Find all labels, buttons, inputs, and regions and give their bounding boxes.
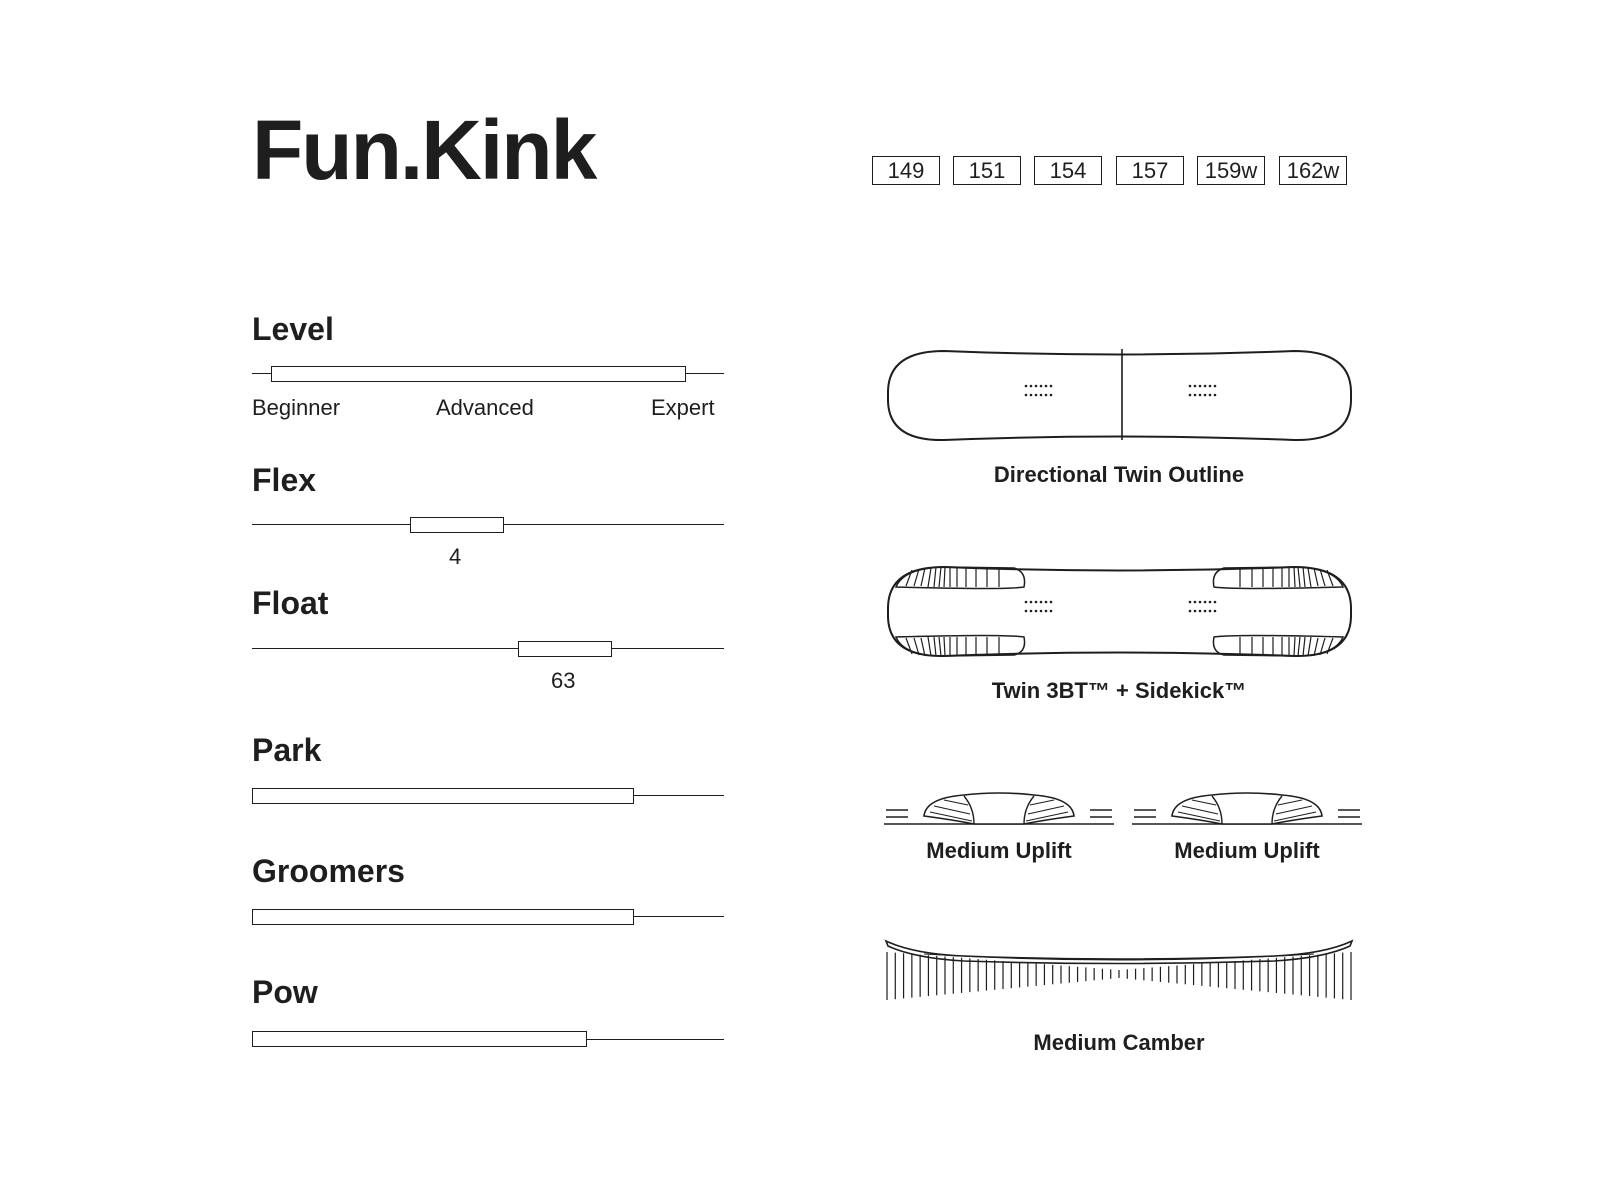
camber-profile-diagram: [884, 939, 1354, 1000]
uplift-tail-diagram: [1132, 792, 1362, 825]
camber-caption: Medium Camber: [1033, 1030, 1205, 1055]
park-level-bar: [252, 788, 635, 804]
flex-label: Flex: [252, 462, 317, 498]
base-caption: Twin 3BT™ + Sidekick™: [991, 678, 1247, 703]
level-tick-expert: Expert: [651, 395, 715, 420]
level-label: Level: [252, 311, 334, 347]
uplift-tail-caption: Medium Uplift: [1174, 838, 1320, 863]
size-option[interactable]: 157: [1116, 156, 1184, 185]
uplift-nose-caption: Medium Uplift: [926, 838, 1072, 863]
groomers-label: Groomers: [252, 853, 405, 889]
float-label: Float: [252, 585, 329, 621]
size-option[interactable]: 149: [872, 156, 940, 185]
size-option[interactable]: 159w: [1197, 156, 1265, 185]
size-option[interactable]: 154: [1034, 156, 1102, 185]
board-outline-diagram: [887, 349, 1352, 442]
level-tick-beginner: Beginner: [252, 395, 341, 420]
pow-level-bar: [252, 1031, 588, 1047]
flex-marker: [410, 517, 504, 533]
level-tick-advanced: Advanced: [436, 395, 534, 420]
outline-caption: Directional Twin Outline: [993, 462, 1245, 487]
size-option[interactable]: 151: [953, 156, 1021, 185]
size-option[interactable]: 162w: [1279, 156, 1347, 185]
park-label: Park: [252, 732, 322, 768]
float-scale-line: [252, 648, 724, 649]
uplift-nose-diagram: [884, 792, 1114, 825]
level-range-bar: [270, 366, 687, 382]
flex-value: 4: [449, 544, 462, 569]
product-title: Fun.Kink: [252, 103, 597, 197]
float-marker: [518, 641, 612, 657]
pow-label: Pow: [252, 974, 318, 1010]
groomers-level-bar: [252, 909, 635, 925]
base-diagram: [887, 565, 1352, 658]
float-value: 63: [551, 668, 576, 693]
